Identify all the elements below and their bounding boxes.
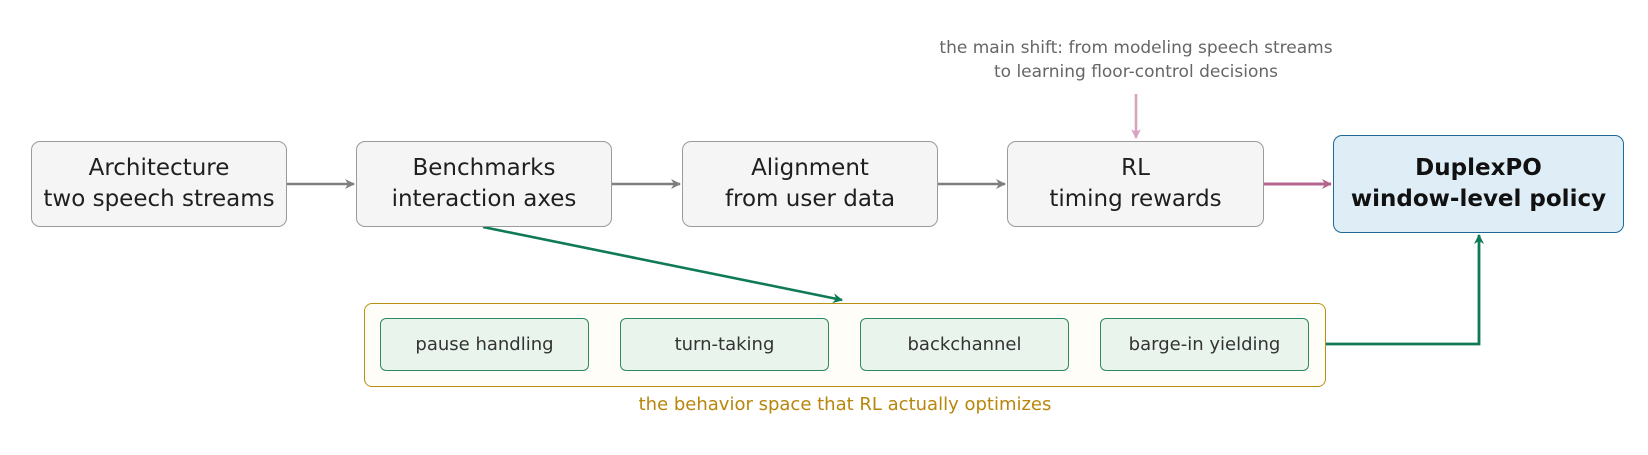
stage-subtitle: two speech streams bbox=[43, 186, 275, 212]
behavior-space-caption: the behavior space that RL actually opti… bbox=[638, 394, 1052, 415]
stage-box-alignment: Alignment from user data bbox=[682, 141, 938, 227]
final-subtitle: window-level policy bbox=[1350, 186, 1607, 212]
shift-note-line-1: the main shift: from modeling speech str… bbox=[939, 38, 1333, 58]
arrow-benchmarks-to-behaviors bbox=[482, 225, 843, 304]
arrow-behaviors-to-duplexpo bbox=[1326, 234, 1484, 346]
stage-title: RL bbox=[1121, 155, 1150, 181]
stage-box-benchmarks: Benchmarks interaction axes bbox=[356, 141, 612, 227]
behavior-chip-barge-in-yielding: barge-in yielding bbox=[1100, 318, 1309, 371]
stage-title: Architecture bbox=[88, 155, 230, 181]
behavior-chip-backchannel: backchannel bbox=[860, 318, 1069, 371]
behavior-chip-turn-taking: turn-taking bbox=[620, 318, 829, 371]
behavior-chip-pause-handling: pause handling bbox=[380, 318, 589, 371]
stage-subtitle: timing rewards bbox=[1049, 186, 1222, 212]
stage-title: Alignment bbox=[751, 155, 869, 181]
stage-title: Benchmarks bbox=[412, 155, 556, 181]
stage-subtitle: interaction axes bbox=[391, 186, 577, 212]
stage-subtitle: from user data bbox=[724, 186, 896, 212]
stage-box-architecture: Architecture two speech streams bbox=[31, 141, 287, 227]
stage-box-rl: RL timing rewards bbox=[1007, 141, 1264, 227]
final-box-duplexpo: DuplexPO window-level policy bbox=[1333, 135, 1624, 233]
final-title: DuplexPO bbox=[1415, 155, 1542, 181]
shift-note: the main shift: from modeling speech str… bbox=[880, 36, 1392, 84]
shift-note-line-2: to learning floor-control decisions bbox=[993, 62, 1279, 82]
